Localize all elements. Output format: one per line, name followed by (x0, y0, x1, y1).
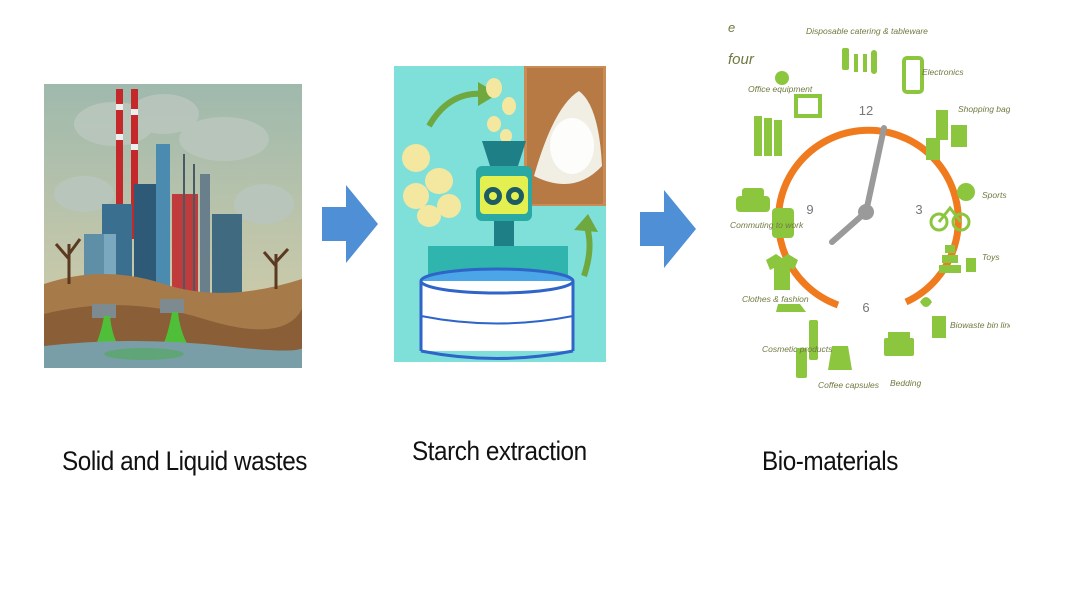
caption-bio-materials: Bio-materials (762, 446, 898, 476)
label-coffee-capsules: Coffee capsules (818, 380, 880, 390)
label-biowaste-bin-liners: Biowaste bin liners (950, 320, 1010, 330)
wastes-illustration (44, 84, 302, 368)
label-sports: Sports (982, 190, 1007, 200)
dial-minute-hand (863, 125, 887, 215)
caption-starch-extraction: Starch extraction (412, 436, 587, 466)
flow-arrow-1 (322, 185, 378, 263)
shopping-bag-icon (926, 110, 967, 160)
label-toys: Toys (982, 252, 1000, 262)
label-shopping-bags: Shopping bags & packaging (958, 104, 1010, 114)
bicycle-icon (929, 183, 975, 232)
car-icon (736, 188, 794, 238)
flow-arrow-2 (640, 190, 696, 268)
partial-word-four: four (728, 51, 755, 68)
dial-number-12: 12 (859, 103, 873, 118)
cosmetic-bottle-icon (796, 320, 818, 378)
label-disposable-catering: Disposable catering & tableware (806, 26, 928, 36)
coffee-capsule-icon (828, 346, 852, 370)
label-electronics: Electronics (922, 67, 964, 77)
bio-materials-dial: e four 12 3 6 9 (728, 20, 1010, 390)
label-cosmetic-products: Cosmetic products (762, 344, 833, 354)
tableware-icon (842, 48, 877, 74)
phone-icon (902, 56, 924, 94)
label-bedding: Bedding (890, 378, 921, 388)
dial-number-6: 6 (862, 300, 869, 315)
starch-illustration (394, 66, 606, 362)
dial-number-9: 9 (806, 202, 813, 217)
bin-icon (920, 297, 946, 338)
dial-number-3: 3 (915, 202, 922, 217)
label-commuting: Commuting to work (730, 220, 804, 230)
partial-word-e: e (728, 20, 735, 35)
toy-stack-icon (939, 245, 976, 273)
caption-solid-liquid-wastes: Solid and Liquid wastes (62, 446, 307, 476)
bed-icon (884, 332, 914, 356)
clothes-icon (766, 254, 806, 312)
label-clothes-fashion: Clothes & fashion (742, 294, 809, 304)
office-equipment-icon (754, 71, 822, 156)
label-office-equipment: Office equipment (748, 84, 813, 94)
